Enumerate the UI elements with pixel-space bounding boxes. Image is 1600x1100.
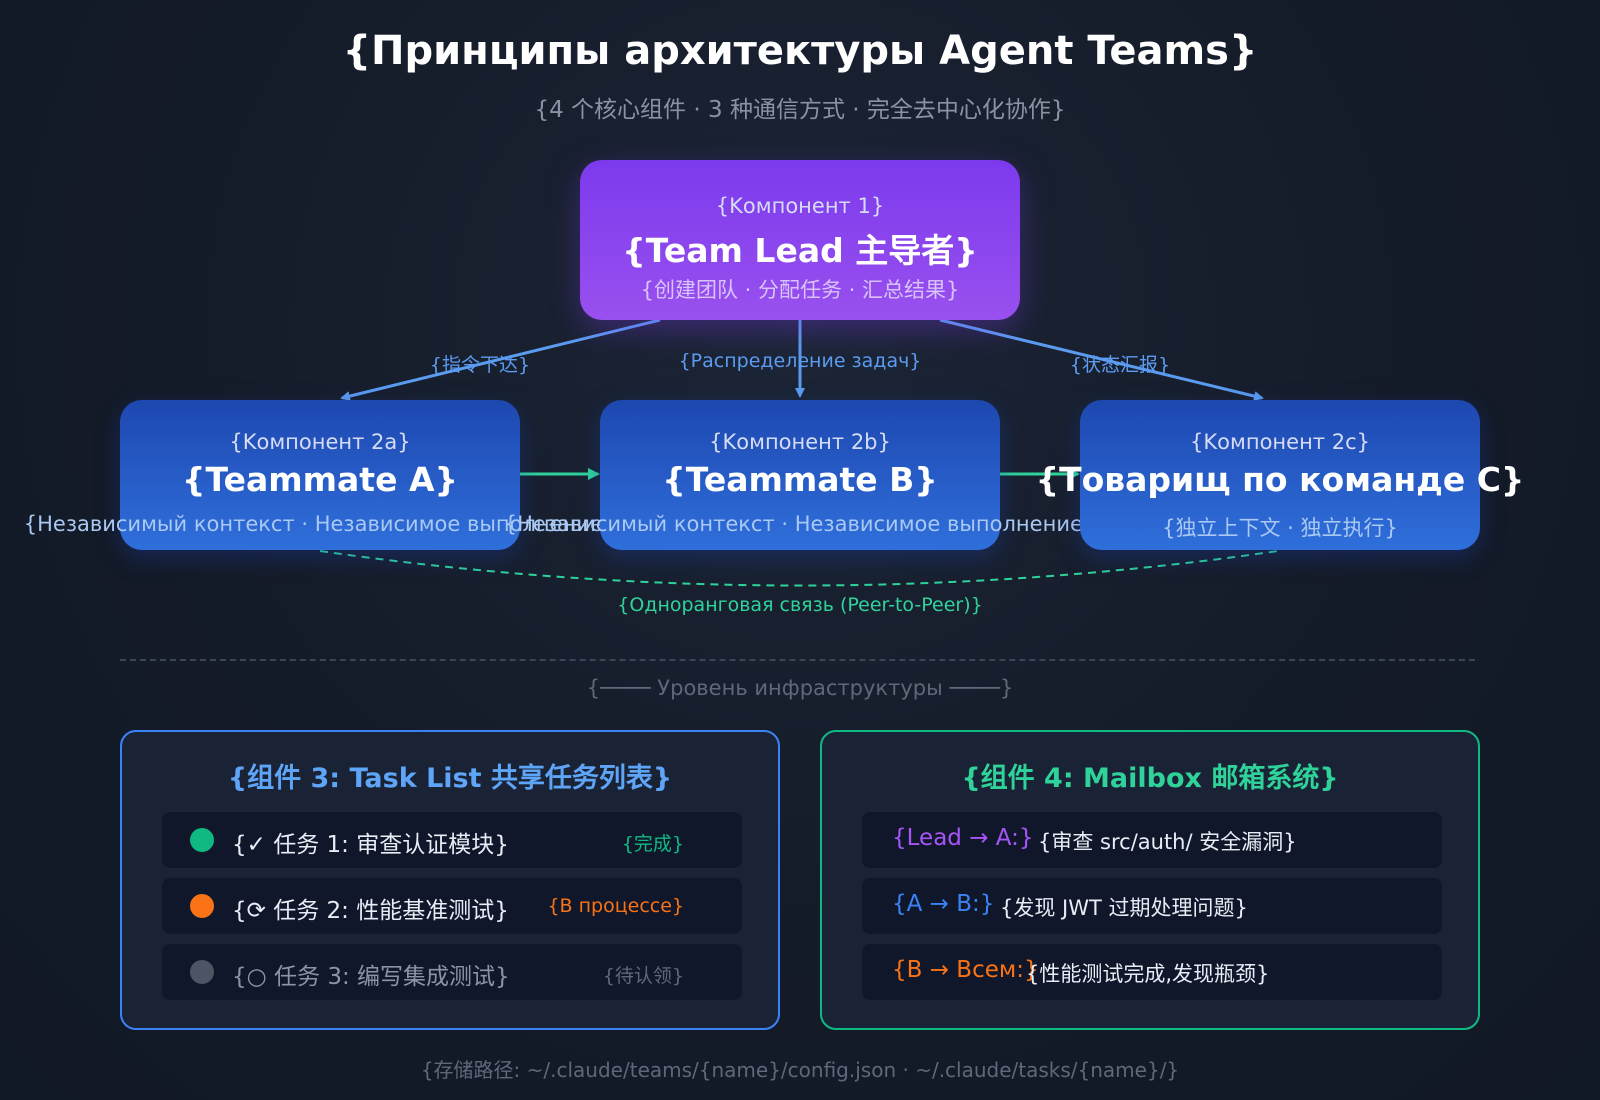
team-lead-node[interactable]: {Kомпонент 1} {Team Lead 主导者} {创建团队 · 分配… bbox=[580, 160, 1020, 320]
storage-path-footer: {存储路径: ~/.claude/teams/{name}/config.jso… bbox=[420, 1058, 1180, 1082]
component-desc: {创建团队 · 分配任务 · 汇总结果} bbox=[640, 278, 960, 302]
component-label: {Kомпонент 2b} bbox=[709, 430, 891, 454]
component-desc: {独立上下文 · 独立执行} bbox=[1162, 516, 1398, 540]
component-label: {Kомпонент 2a} bbox=[229, 430, 411, 454]
status-dot bbox=[190, 828, 214, 852]
peer-link-curve bbox=[319, 550, 1279, 587]
task-status: {完成} bbox=[621, 833, 684, 855]
mail-message: {审查 src/auth/ 安全漏洞} bbox=[1038, 830, 1297, 854]
infrastructure-divider bbox=[120, 659, 1475, 661]
component-desc: {Независимый контекст · Независимое выпо… bbox=[23, 512, 617, 536]
component-title: {Team Lead 主导者} bbox=[622, 231, 978, 270]
mail-row[interactable]: {B → Всем:} {性能测试完成,发现瓶颈} bbox=[862, 944, 1442, 1000]
edge-lead-to-c bbox=[939, 318, 1264, 401]
page-title: {Принципы архитектуры Agent Teams} bbox=[342, 28, 1258, 74]
status-dot bbox=[190, 894, 214, 918]
task-status: {В процессе} bbox=[547, 895, 684, 917]
task-text: {○ 任务 3: 编写集成测试} bbox=[232, 964, 510, 990]
teammate-c-node[interactable]: {Kомпонент 2c} {Товарищ по команде C} {独… bbox=[1036, 400, 1524, 550]
edge-label-to-b: {Распределение задач} bbox=[678, 350, 922, 372]
component-title: {Товарищ по команде C} bbox=[1035, 460, 1525, 499]
task-row[interactable]: {✓ 任务 1: 审查认证模块} {完成} bbox=[162, 812, 742, 868]
panel-title: {组件 3: Task List 共享任务列表} bbox=[227, 763, 673, 794]
page-subtitle: {4 个核心组件 · 3 种通信方式 · 完全去中心化协作} bbox=[534, 97, 1066, 123]
infrastructure-label: {──── Уровень инфраструктуры ────} bbox=[586, 676, 1014, 700]
teammate-b-node[interactable]: {Kомпонент 2b} {Teammate B} {Независимый… bbox=[504, 400, 1096, 550]
task-text: {⟳ 任务 2: 性能基准测试} bbox=[232, 898, 509, 924]
task-list-panel: {组件 3: Task List 共享任务列表} {✓ 任务 1: 审查认证模块… bbox=[120, 730, 780, 1030]
task-text: {✓ 任务 1: 审查认证模块} bbox=[232, 832, 509, 858]
edge-label-to-a: {指令下达} bbox=[429, 354, 531, 376]
teammate-a-node[interactable]: {Kомпонент 2a} {Teammate A} {Независимый… bbox=[24, 400, 616, 550]
mail-row[interactable]: {Lead → A:} {审查 src/auth/ 安全漏洞} bbox=[862, 812, 1442, 868]
edge-label-to-c: {状态汇报} bbox=[1069, 354, 1171, 376]
task-row[interactable]: {⟳ 任务 2: 性能基准测试} {В процессе} bbox=[162, 878, 742, 934]
component-title: {Teammate B} bbox=[662, 460, 938, 499]
status-dot bbox=[190, 960, 214, 984]
task-row[interactable]: {○ 任务 3: 编写集成测试} {待认领} bbox=[162, 944, 742, 1000]
task-status: {待认领} bbox=[602, 965, 684, 987]
mail-sender: {B → Всем:} bbox=[892, 957, 1039, 983]
peer-link-label: {Одноранговая связь (Peer-to-Peer)} bbox=[617, 594, 983, 616]
mail-sender: {Lead → A:} bbox=[892, 825, 1034, 851]
component-label: {Kомпонент 1} bbox=[715, 194, 885, 218]
edge-lead-to-a bbox=[340, 318, 661, 401]
mailbox-panel: {组件 4: Mailbox 邮箱系统} {Lead → A:} {审查 src… bbox=[820, 730, 1480, 1030]
mail-message: {发现 JWT 过期处理问题} bbox=[1000, 896, 1248, 920]
mail-row[interactable]: {A → B:} {发现 JWT 过期处理问题} bbox=[862, 878, 1442, 934]
component-desc: {Независимый контекст · Независимое выпо… bbox=[503, 512, 1097, 536]
panel-title: {组件 4: Mailbox 邮箱系统} bbox=[961, 763, 1339, 794]
component-label: {Kомпонент 2c} bbox=[1190, 430, 1370, 454]
mail-sender: {A → B:} bbox=[892, 891, 995, 917]
mail-message: {性能测试完成,发现瓶颈} bbox=[1026, 962, 1270, 986]
component-title: {Teammate A} bbox=[182, 460, 458, 499]
